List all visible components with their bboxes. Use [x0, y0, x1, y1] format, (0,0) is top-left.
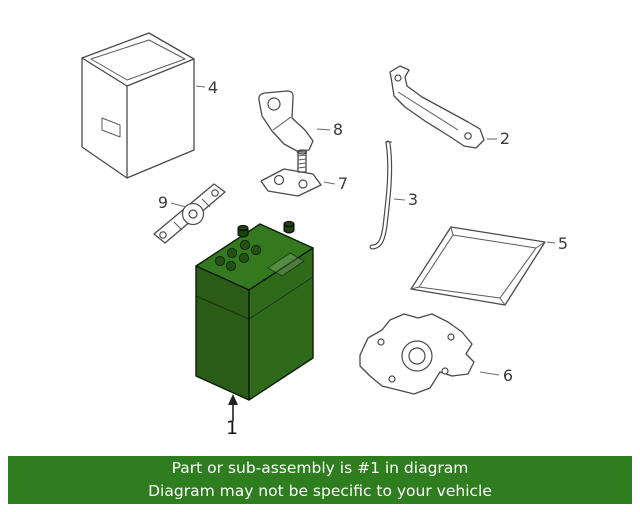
strap-part — [153, 183, 226, 244]
diagram-notice-banner: Part or sub-assembly is #1 in diagram Di… — [8, 456, 632, 504]
callout-4-label: 4 — [208, 78, 218, 97]
banner-line-2: Diagram may not be specific to your vehi… — [148, 482, 492, 500]
support-bracket-part — [359, 313, 475, 395]
callout-1-label: 1 — [226, 417, 238, 439]
callout-7-label: 7 — [338, 174, 348, 193]
callout-6-label: 6 — [503, 366, 513, 385]
battery-vent-caps — [214, 239, 262, 272]
callout-7-leader — [323, 181, 336, 185]
clamp-part — [260, 149, 322, 197]
corner-bracket-part — [258, 90, 314, 152]
callout-3-leader — [393, 198, 406, 201]
j-bolt-rod-part — [369, 140, 393, 250]
battery-terminals — [237, 220, 295, 238]
battery-box-part — [81, 32, 195, 179]
hold-down-bracket-part — [389, 65, 485, 149]
callout-9-label: 9 — [158, 193, 168, 212]
battery-right-face — [248, 247, 314, 401]
callout-9-leader — [170, 202, 187, 208]
callout-4-leader — [195, 85, 206, 88]
callout-8-label: 8 — [333, 120, 343, 139]
battery-part — [195, 220, 314, 401]
battery-left-face — [195, 265, 250, 401]
callout-1-arrow — [228, 394, 238, 421]
callout-2-label: 2 — [500, 129, 510, 148]
callout-3-label: 3 — [408, 190, 418, 209]
callout-8-leader — [316, 128, 331, 131]
tray-pad-part — [410, 226, 546, 306]
battery-label-patch — [267, 252, 305, 277]
callout-5-leader — [546, 241, 556, 244]
banner-line-1: Part or sub-assembly is #1 in diagram — [171, 459, 469, 477]
callout-6-leader — [479, 371, 500, 376]
callout-5-label: 5 — [558, 234, 568, 253]
